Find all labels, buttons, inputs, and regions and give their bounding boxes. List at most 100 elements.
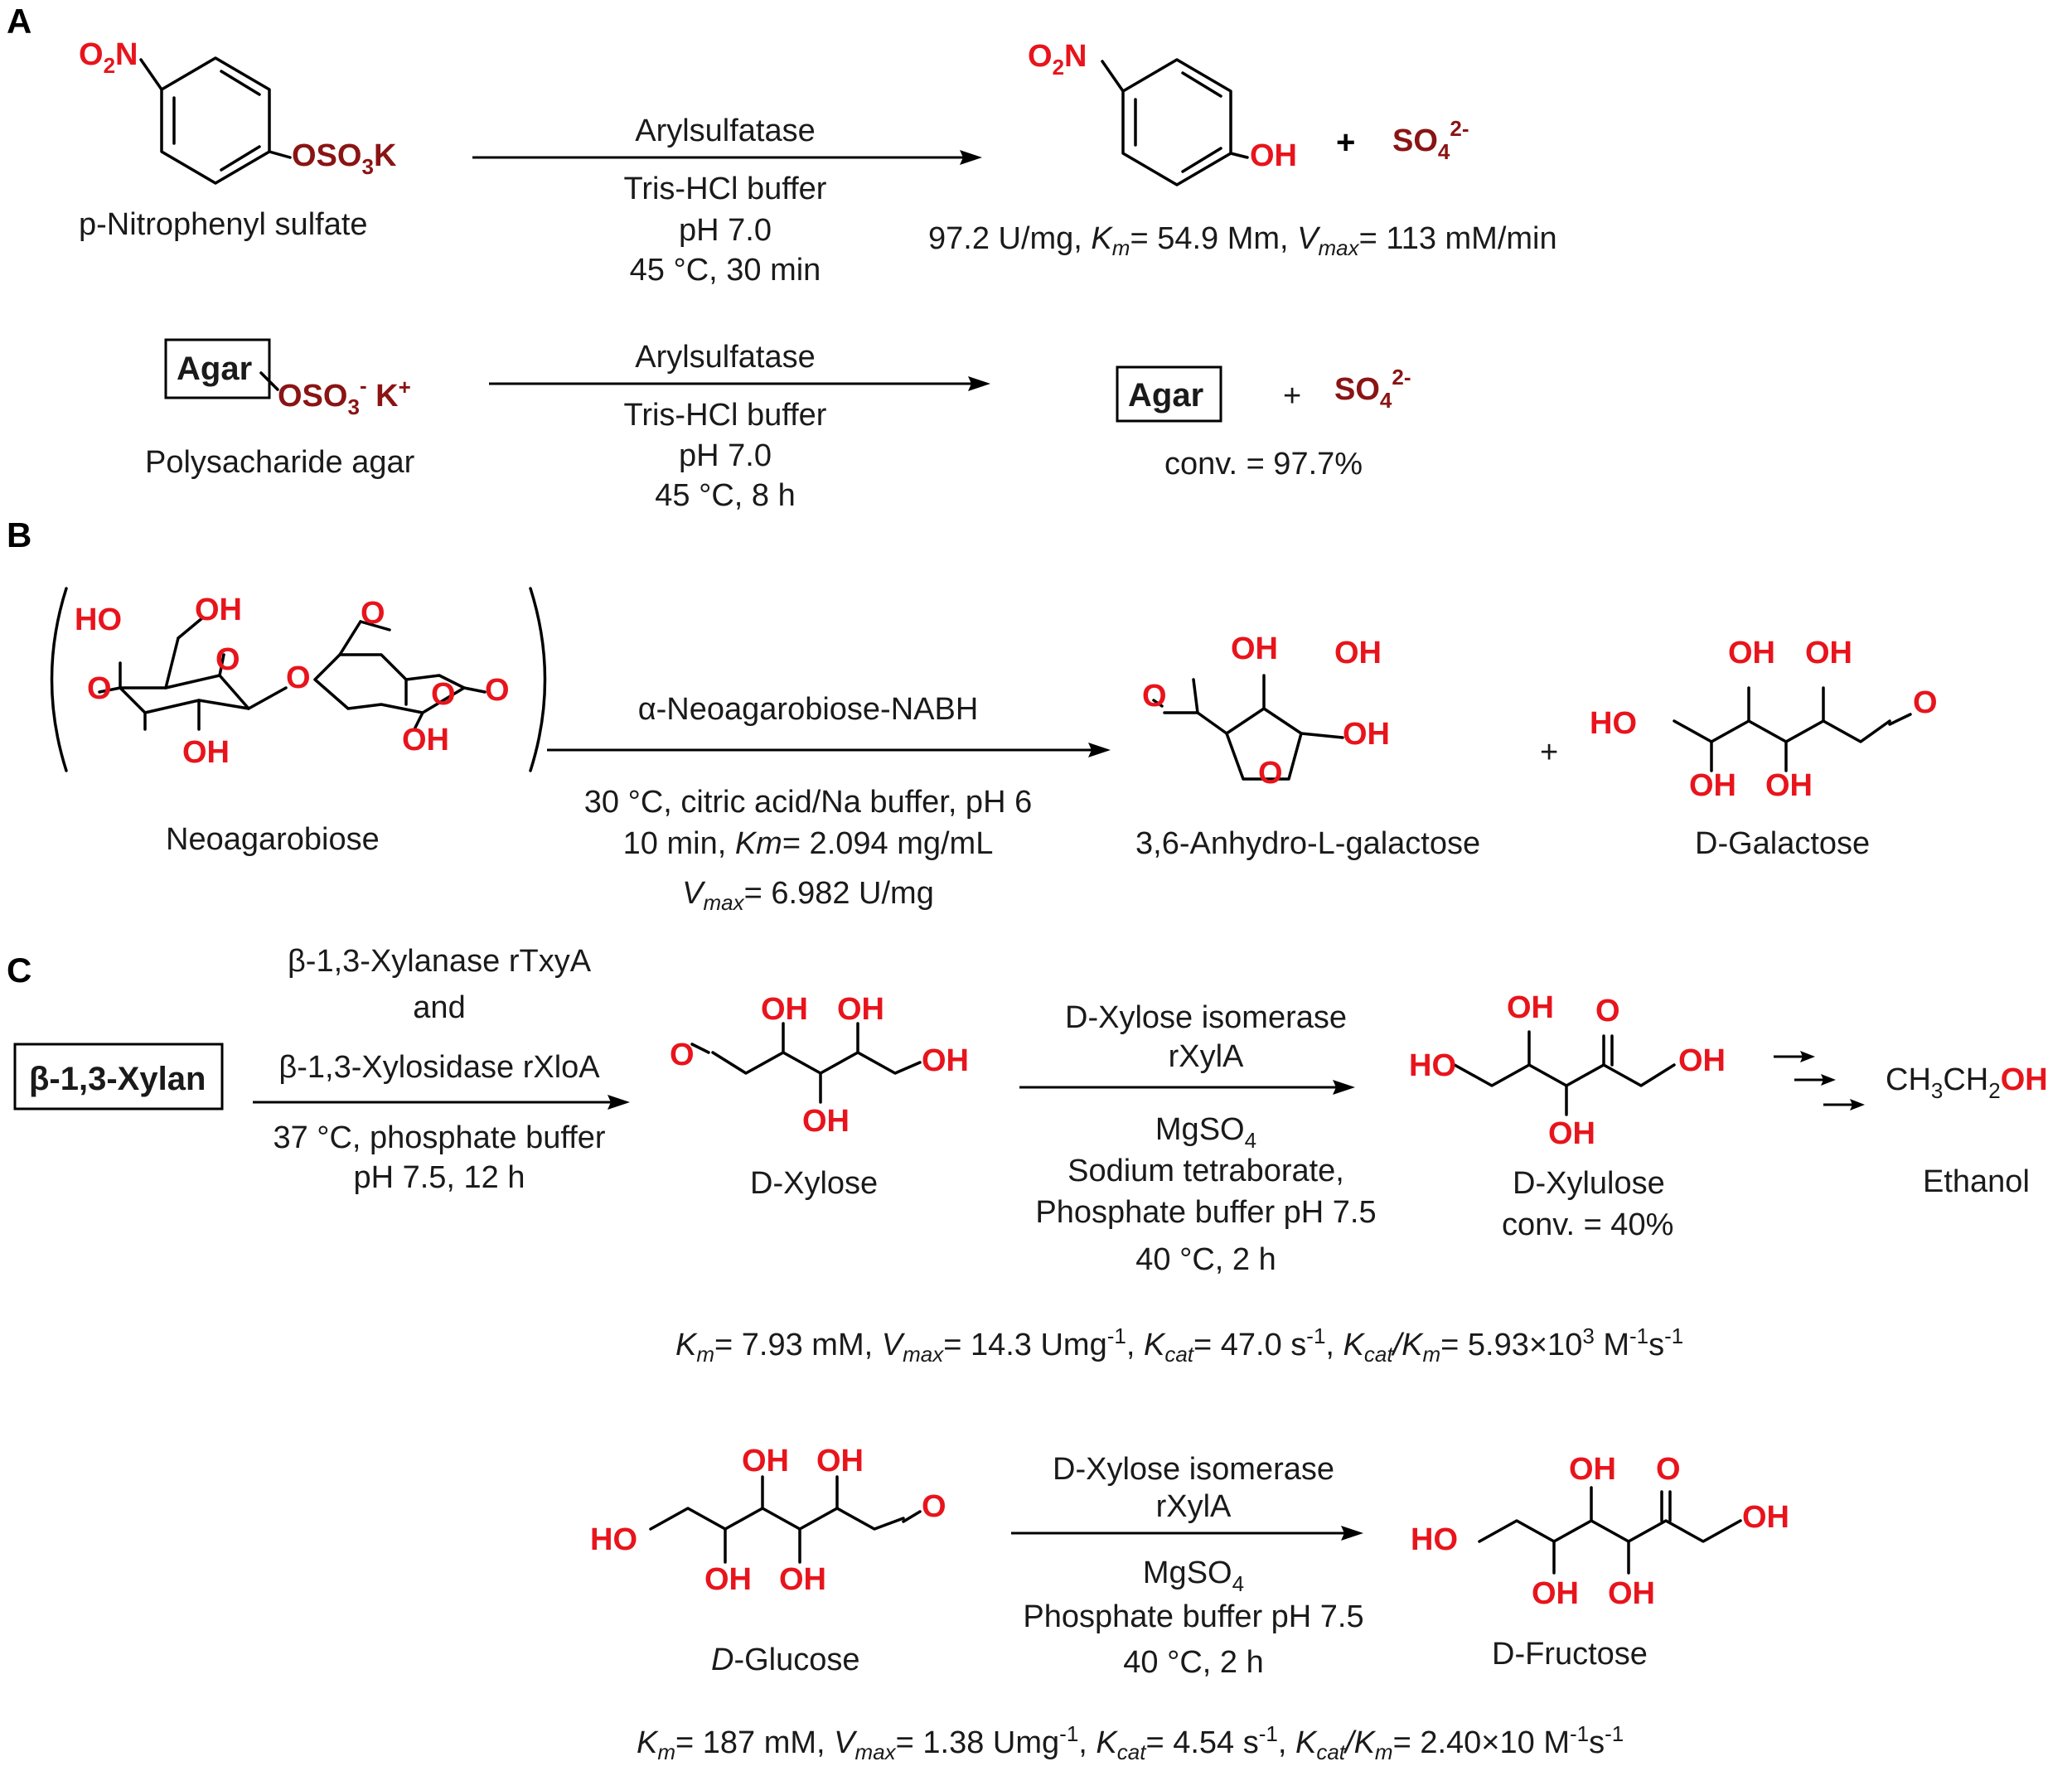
- product-name-anhydrogalactose: 3,6-Anhydro-L-galactose: [1135, 826, 1480, 861]
- oh-label-xylose-4: OH: [837, 992, 884, 1027]
- plus-sign-a1: +: [1336, 124, 1355, 161]
- anhydro-bridge-oxygen: O: [361, 596, 385, 631]
- product-name-xylulose: D-Xylulose: [1513, 1166, 1665, 1201]
- xylan-box: [13, 1043, 224, 1111]
- ring-oxygen-label: O: [1258, 756, 1283, 791]
- oh-label-anhydro: OH: [402, 723, 449, 757]
- ring-oxygen-gal: O: [215, 642, 240, 677]
- aldehyde-oxygen-glucose: O: [922, 1489, 946, 1524]
- product-name-xylose: D-Xylose: [750, 1166, 878, 1201]
- ketone-oxygen-fructose: O: [1656, 1452, 1681, 1487]
- hydroxyl-label: OH: [1250, 138, 1297, 173]
- ph-label-a2: pH 7.0: [679, 438, 772, 473]
- sulfate-potassium-label: OSO3K: [292, 138, 397, 179]
- ho-label-xylulose-1: HO: [1409, 1048, 1456, 1083]
- xylan-box-label: β-1,3-Xylan: [29, 1061, 206, 1097]
- multistep-arrows: [1774, 1051, 1865, 1111]
- xylulose-structure: HO OH O OH OH: [1409, 990, 1726, 1151]
- oh-label-glucose-3: OH: [779, 1562, 826, 1597]
- sulfate-ion-label-a1: SO42-: [1392, 116, 1469, 164]
- oh-label-galactose-5: OH: [1689, 768, 1736, 803]
- temp-time-label-a2: 45 °C, 8 h: [655, 478, 795, 513]
- oh-label-xylose-2: OH: [761, 992, 808, 1027]
- oh-label-galactose-3: OH: [1765, 768, 1813, 803]
- product-name-galactose: D-Galactose: [1695, 826, 1870, 861]
- condition-label-c9: 40 °C, 2 h: [1123, 1645, 1263, 1680]
- conversion-label-c1: conv. = 40%: [1502, 1207, 1673, 1242]
- neoagarobiose-structure: HO OH O OH O O O O OH O: [50, 587, 547, 772]
- condition-label-b3: Vmax= 6.982 U/mg: [682, 876, 934, 915]
- glycosidic-oxygen: O: [286, 660, 311, 695]
- condition-label-c8: Phosphate buffer pH 7.5: [1023, 1599, 1363, 1634]
- fructose-structure: HO OH O OH OH OH: [1411, 1452, 1789, 1611]
- enzyme-label-c3b: rXylA: [1169, 1039, 1244, 1074]
- condition-label-c3: MgSO4: [1155, 1112, 1256, 1153]
- oh-label-xylose-5: OH: [922, 1043, 969, 1078]
- ph-label-a1: pH 7.0: [679, 213, 772, 248]
- ho-label-fructose-6: HO: [1411, 1522, 1458, 1557]
- enzyme-label-c4: D-Xylose isomerase: [1053, 1452, 1334, 1487]
- agar-box-reactant: [164, 338, 271, 399]
- condition-label-b2: 10 min, Km= 2.094 mg/mL: [623, 826, 994, 861]
- condition-label-c4: Sodium tetraborate,: [1067, 1154, 1344, 1188]
- kinetics-label-c2: Km= 187 mM, Vmax= 1.38 Umg-1, Kcat= 4.54…: [637, 1721, 1624, 1764]
- oh-label-galactose-2: OH: [1805, 636, 1852, 670]
- condition-label-c1: 37 °C, phosphate buffer: [273, 1120, 605, 1155]
- kinetics-label-c1: Km= 7.93 mM, Vmax= 14.3 Umg-1, Kcat= 47.…: [675, 1323, 1683, 1367]
- condition-label-b1: 30 °C, citric acid/Na buffer, pH 6: [584, 785, 1032, 820]
- nitro-group-label-product: O2N: [1028, 39, 1087, 80]
- aldehyde-oxygen-galactose: O: [1913, 685, 1938, 720]
- oh-label-anh-2: OH: [1334, 636, 1382, 670]
- oh-label-galactose-4: OH: [1728, 636, 1775, 670]
- enzyme-label-c1b: β-1,3-Xylosidase rXloA: [278, 1050, 600, 1085]
- enzyme-label-b: α-Neoagarobiose-NABH: [638, 692, 979, 727]
- reactant-name-nitrophenyl-sulfate: p-Nitrophenyl sulfate: [79, 207, 368, 242]
- oh-label-gal-6: OH: [195, 593, 242, 627]
- kinetics-label-a1: 97.2 U/mg, Km= 54.9 Mm, Vmax= 113 mM/min: [928, 221, 1557, 260]
- enzyme-label-a1: Arylsulfatase: [635, 114, 816, 148]
- enzyme-label-a2: Arylsulfatase: [635, 340, 816, 375]
- oh-label-fructose-5: OH: [1532, 1576, 1579, 1611]
- product-name-fructose: D-Fructose: [1492, 1637, 1648, 1672]
- oh-label-xylulose-4: OH: [1507, 990, 1554, 1025]
- oh-label-glucose-5: OH: [704, 1562, 752, 1597]
- enzyme-label-c3: D-Xylose isomerase: [1065, 1000, 1347, 1035]
- anhydrogalactose-structure: O OH OH OH O: [1142, 631, 1390, 791]
- oxygen-left-link: O: [87, 671, 112, 706]
- galactose-structure: HO OH OH OH OH O: [1590, 636, 1938, 803]
- nitrophenyl-sulfate-structure: O2N OSO3K: [79, 37, 397, 185]
- oh-label-fructose-3: OH: [1608, 1576, 1655, 1611]
- oh-label-fructose-1: OH: [1742, 1500, 1789, 1535]
- agar-box-product: [1116, 365, 1222, 423]
- oh-label-xylose-3: OH: [802, 1104, 850, 1139]
- aldehyde-oxygen-xylose: O: [670, 1038, 695, 1072]
- nitro-group-label: O2N: [79, 37, 138, 78]
- ketone-oxygen-xylulose: O: [1595, 994, 1620, 1028]
- buffer-label-a1: Tris-HCl buffer: [624, 172, 827, 206]
- oxygen-right-link: O: [485, 673, 510, 708]
- oh-label-anh-3: OH: [1343, 717, 1390, 752]
- oh-label-gal-2: OH: [182, 735, 230, 770]
- ho-label-glucose-6: HO: [590, 1522, 637, 1557]
- oh-label-fructose-4: OH: [1569, 1452, 1616, 1487]
- oh-label-xylulose-3: OH: [1548, 1116, 1595, 1151]
- condition-label-c7: MgSO4: [1143, 1556, 1244, 1596]
- product-name-ethanol: Ethanol: [1923, 1164, 2030, 1199]
- oh-label-glucose-2: OH: [816, 1444, 864, 1478]
- ho-label-gal-4: HO: [75, 602, 122, 637]
- ring-oxygen-anhydro: O: [431, 677, 456, 712]
- nitrophenol-structure: O2N OH: [1028, 39, 1297, 186]
- condition-label-c5: Phosphate buffer pH 7.5: [1035, 1195, 1376, 1230]
- glucose-structure: HO OH OH OH OH O: [590, 1444, 946, 1597]
- conversion-label-a2: conv. = 97.7%: [1164, 447, 1363, 481]
- buffer-label-a2: Tris-HCl buffer: [624, 398, 827, 433]
- and-label-c1: and: [413, 990, 465, 1025]
- reactant-name-neoagarobiose: Neoagarobiose: [166, 822, 380, 857]
- aldehyde-oxygen-label: O: [1142, 679, 1167, 714]
- condition-label-c2: pH 7.5, 12 h: [353, 1160, 525, 1195]
- agar-sulfate-label: OSO3- K+: [278, 373, 411, 419]
- reactant-name-agar: Polysacharide agar: [145, 445, 415, 480]
- ho-label-galactose-6: HO: [1590, 706, 1637, 741]
